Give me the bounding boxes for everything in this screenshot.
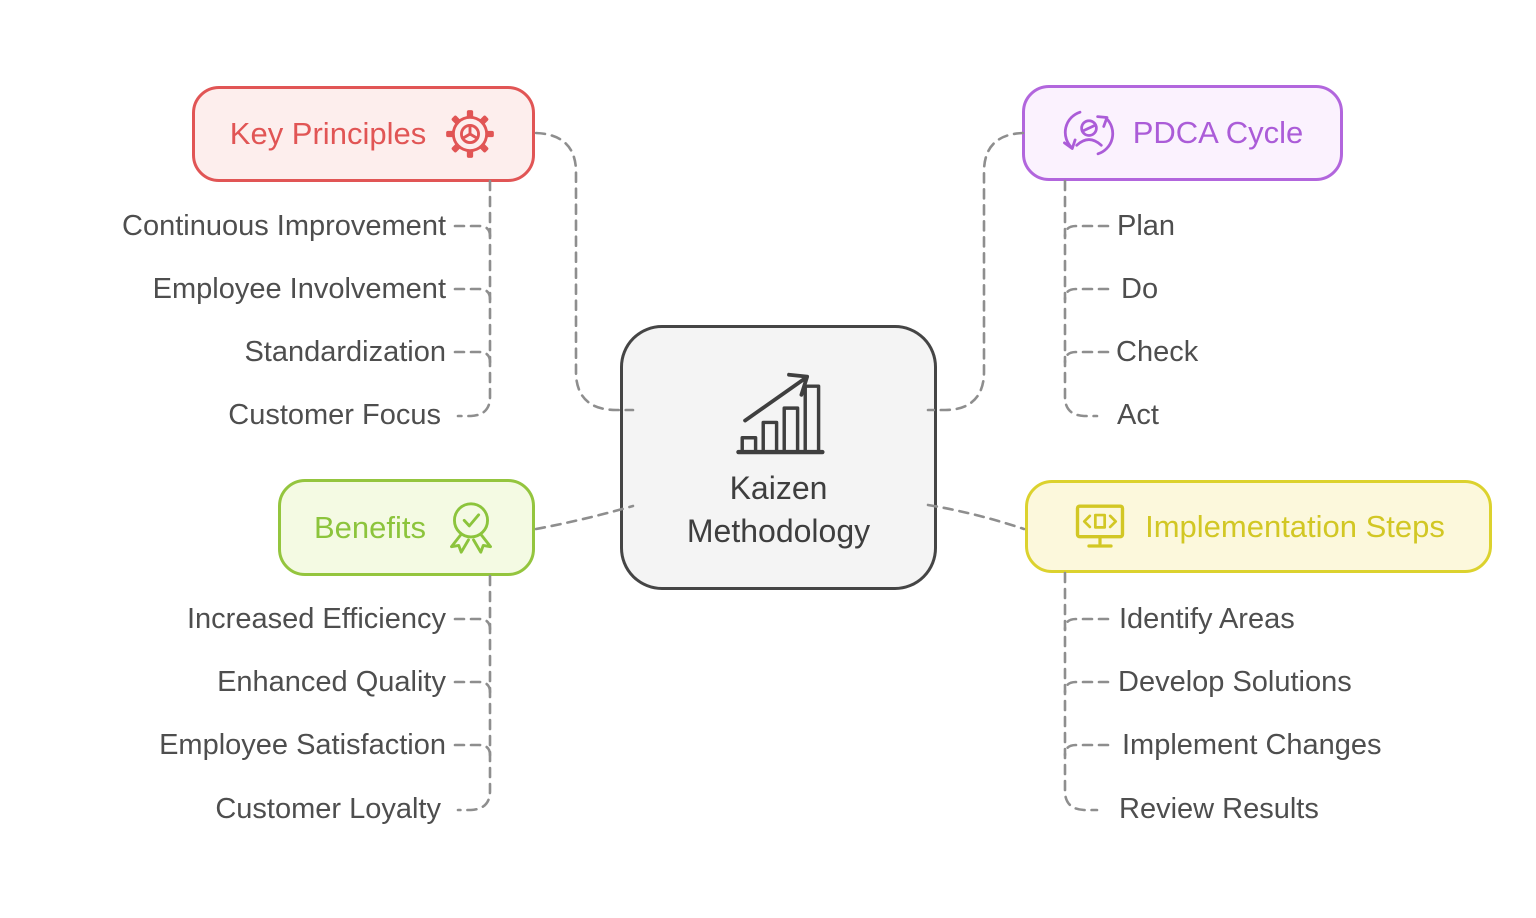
- branch-label-pdca-cycle: PDCA Cycle: [1132, 115, 1304, 150]
- branch-box-benefits[interactable]: Benefits: [278, 479, 535, 576]
- item-standardization[interactable]: Standardization: [244, 336, 446, 368]
- person-cycle-icon: [1062, 110, 1114, 156]
- item-act[interactable]: Act: [1117, 399, 1159, 431]
- branch-label-key-principles: Key Principles: [229, 116, 427, 151]
- item-customer-loyalty[interactable]: Customer Loyalty: [215, 793, 441, 825]
- item-plan[interactable]: Plan: [1117, 210, 1176, 242]
- center-node[interactable]: Kaizen Methodology: [620, 325, 937, 590]
- branch-box-key-principles[interactable]: Key Principles: [192, 86, 535, 182]
- branch-label-benefits: Benefits: [313, 509, 426, 545]
- item-continuous-improvement[interactable]: Continuous Improvement: [122, 210, 446, 242]
- item-employee-satisfaction[interactable]: Employee Satisfaction: [159, 729, 446, 761]
- center-title-line2: Methodology: [686, 512, 871, 549]
- item-review-results[interactable]: Review Results: [1119, 793, 1319, 825]
- center-title-line1: Kaizen: [729, 469, 828, 506]
- monitor-code-icon: [1075, 504, 1125, 548]
- award-check-icon: [450, 501, 492, 554]
- growth-chart-icon: [736, 372, 825, 454]
- branch-box-pdca-cycle[interactable]: PDCA Cycle: [1022, 85, 1343, 181]
- item-identify-areas[interactable]: Identify Areas: [1119, 603, 1295, 635]
- center-node-title: Kaizen Methodology: [687, 467, 870, 553]
- gear-icon: [446, 110, 495, 158]
- item-implement-changes[interactable]: Implement Changes: [1122, 729, 1382, 761]
- item-develop-solutions[interactable]: Develop Solutions: [1118, 666, 1352, 698]
- item-check[interactable]: Check: [1116, 336, 1199, 368]
- item-employee-involvement[interactable]: Employee Involvement: [152, 273, 446, 305]
- item-customer-focus[interactable]: Customer Focus: [228, 399, 441, 431]
- item-enhanced-quality[interactable]: Enhanced Quality: [217, 666, 446, 698]
- branch-box-implementation-steps[interactable]: Implementation Steps: [1025, 480, 1492, 573]
- branch-label-implementation-steps: Implementation Steps: [1145, 508, 1445, 544]
- item-increased-efficiency[interactable]: Increased Efficiency: [187, 603, 446, 635]
- item-do[interactable]: Do: [1121, 273, 1159, 305]
